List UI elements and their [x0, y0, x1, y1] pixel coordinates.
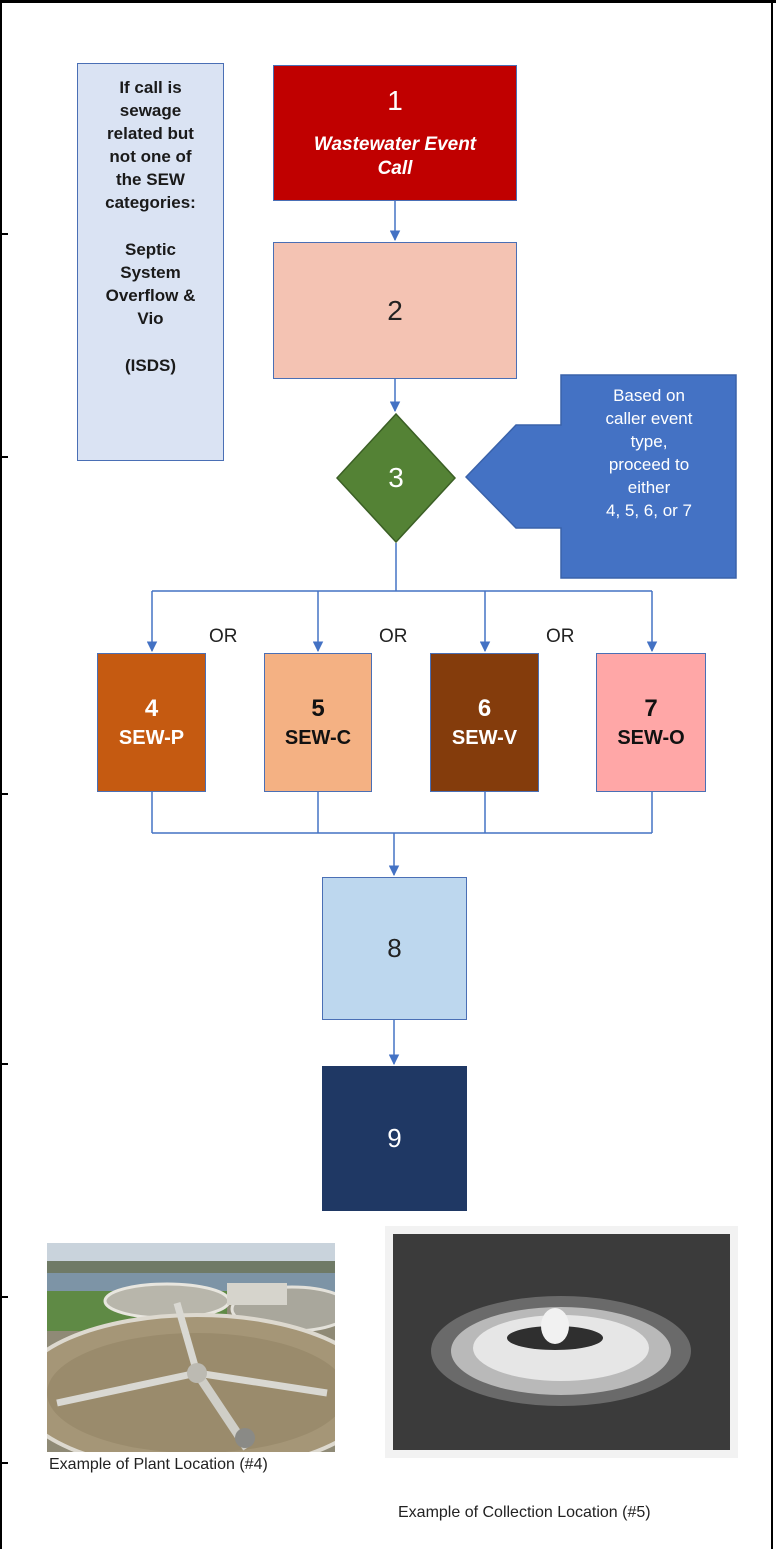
- note-line: the SEW: [116, 170, 185, 189]
- callout-text: Based on caller event type, proceed to e…: [561, 384, 737, 522]
- note-line: related but: [107, 124, 194, 143]
- page-border-right: [771, 0, 773, 1549]
- step-5-sew-c-box: 5 SEW-C: [264, 653, 372, 792]
- step-9-number: 9: [387, 1123, 402, 1153]
- plant-location-photo: [47, 1243, 335, 1452]
- border-tick: [0, 233, 8, 235]
- step-3-number: 3: [388, 462, 404, 493]
- callout-line: caller event: [605, 409, 693, 428]
- note-line: If call is: [119, 78, 182, 97]
- step-1-label-line: Call: [377, 158, 413, 179]
- step-6-label: SEW-V: [451, 727, 518, 749]
- step-4-sew-p-box: 4 SEW-P: [97, 653, 206, 792]
- note-line: sewage: [119, 101, 182, 120]
- step-7-number: 7: [644, 695, 658, 722]
- or-label: OR: [379, 626, 408, 647]
- callout-line: type,: [630, 432, 668, 451]
- or-label: OR: [209, 626, 238, 647]
- isds-note-box: If call is sewage related but not one of…: [77, 63, 224, 461]
- border-tick: [0, 1462, 8, 1464]
- step-1-label: Wastewater Event Call: [314, 133, 476, 181]
- step-8-number: 8: [387, 933, 402, 963]
- step-9-box: 9: [322, 1066, 467, 1211]
- collection-photo-caption: Example of Collection Location (#5): [398, 1504, 651, 1521]
- step-5-label: SEW-C: [284, 727, 352, 749]
- plant-photo-caption: Example of Plant Location (#4): [49, 1456, 268, 1473]
- step-1-box: 1 Wastewater Event Call: [273, 65, 517, 201]
- note-tag: (ISDS): [125, 356, 176, 375]
- step-7-sew-o-box: 7 SEW-O: [596, 653, 706, 792]
- border-tick: [0, 1296, 8, 1298]
- callout-line: 4, 5, 6, or 7: [606, 501, 692, 520]
- callout-line: proceed to: [608, 455, 690, 474]
- border-tick: [0, 456, 8, 458]
- note-line: not one of: [109, 147, 192, 166]
- step-7-label: SEW-O: [617, 727, 685, 749]
- step-3-decision-diamond: [336, 413, 456, 543]
- note-line: Vio: [137, 309, 164, 328]
- step-1-number: 1: [387, 85, 403, 116]
- step-2-number: 2: [387, 294, 403, 326]
- note-line: Overflow &: [105, 286, 196, 305]
- note-spacer: [78, 214, 223, 238]
- page-border-top: [0, 0, 776, 3]
- collection-location-photo: [385, 1226, 738, 1458]
- step-6-sew-v-box: 6 SEW-V: [430, 653, 539, 792]
- step-8-box: 8: [322, 877, 467, 1020]
- note-line: Septic: [124, 240, 177, 259]
- step-1-label-line: Wastewater Event: [313, 134, 477, 155]
- border-tick: [0, 793, 8, 795]
- or-label: OR: [546, 626, 575, 647]
- note-line: categories:: [105, 193, 196, 212]
- border-tick: [0, 1063, 8, 1065]
- callout-line: either: [627, 478, 671, 497]
- callout-arrow: [465, 374, 737, 579]
- note-line: System: [120, 263, 181, 282]
- callout-line: Based on: [613, 386, 685, 405]
- step-6-number: 6: [477, 695, 492, 722]
- step-4-label: SEW-P: [118, 727, 185, 749]
- step-4-number: 4: [144, 695, 159, 722]
- step-5-number: 5: [311, 695, 325, 722]
- step-2-box: 2: [273, 242, 517, 379]
- page-border-left: [0, 0, 2, 1549]
- note-spacer: [78, 330, 223, 354]
